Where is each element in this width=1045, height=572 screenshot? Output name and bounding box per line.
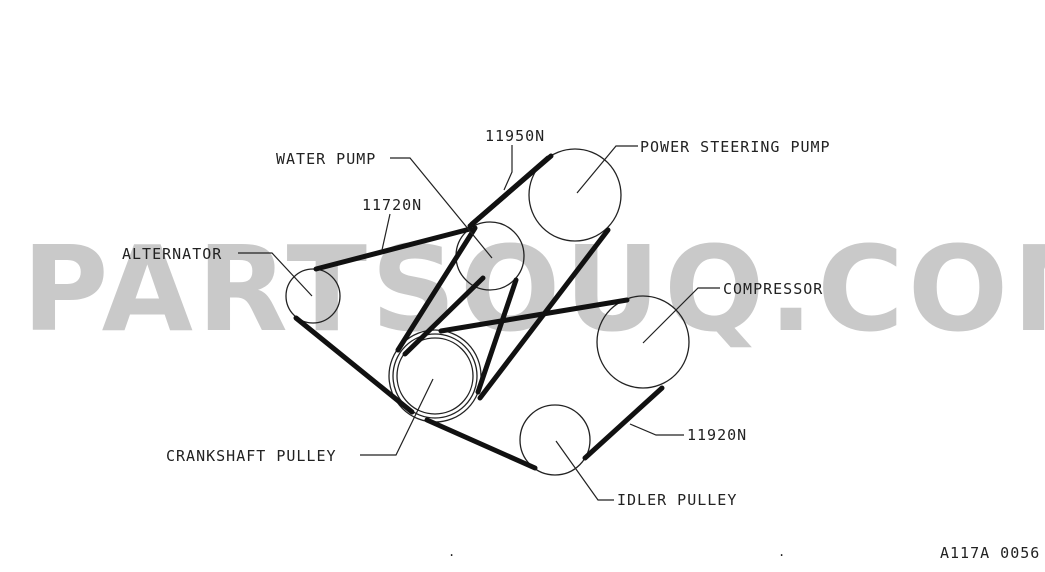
label-idler-pulley: IDLER PULLEY	[617, 491, 737, 509]
leader-compressor	[642, 287, 720, 344]
power-steering-pump-pulley	[528, 148, 622, 242]
label-belt-11950n: 11950N	[485, 127, 545, 145]
label-water-pump: WATER PUMP	[276, 150, 376, 168]
alternator-pulley	[285, 268, 341, 324]
label-crankshaft-pulley: CRANKSHAFT PULLEY	[166, 447, 337, 465]
leader-power-steering	[576, 145, 638, 194]
footer-mark-right: .	[778, 545, 785, 559]
label-power-steering-pump: POWER STEERING PUMP	[640, 138, 831, 156]
label-alternator: ALTERNATOR	[122, 245, 222, 263]
leader-idler	[555, 440, 614, 501]
belt-11920n	[424, 297, 665, 471]
footer-mark-left: .	[448, 545, 455, 559]
watermark: PARTSOUQ.COM	[22, 220, 1045, 358]
belt-11720n	[293, 225, 519, 415]
label-belt-11920n: 11920N	[687, 426, 747, 444]
leader-11920n	[629, 423, 684, 436]
label-compressor: COMPRESSOR	[723, 280, 823, 298]
leader-water-pump	[390, 157, 493, 259]
compressor-pulley	[596, 295, 690, 389]
leader-alternator	[238, 252, 313, 297]
label-belt-11720n: 11720N	[362, 196, 422, 214]
idler-pulley	[519, 404, 591, 476]
leader-11950n	[503, 145, 513, 191]
figure-code: A117A 0056	[940, 544, 1040, 562]
leader-crankshaft	[360, 378, 434, 456]
leader-11720n	[381, 213, 391, 251]
